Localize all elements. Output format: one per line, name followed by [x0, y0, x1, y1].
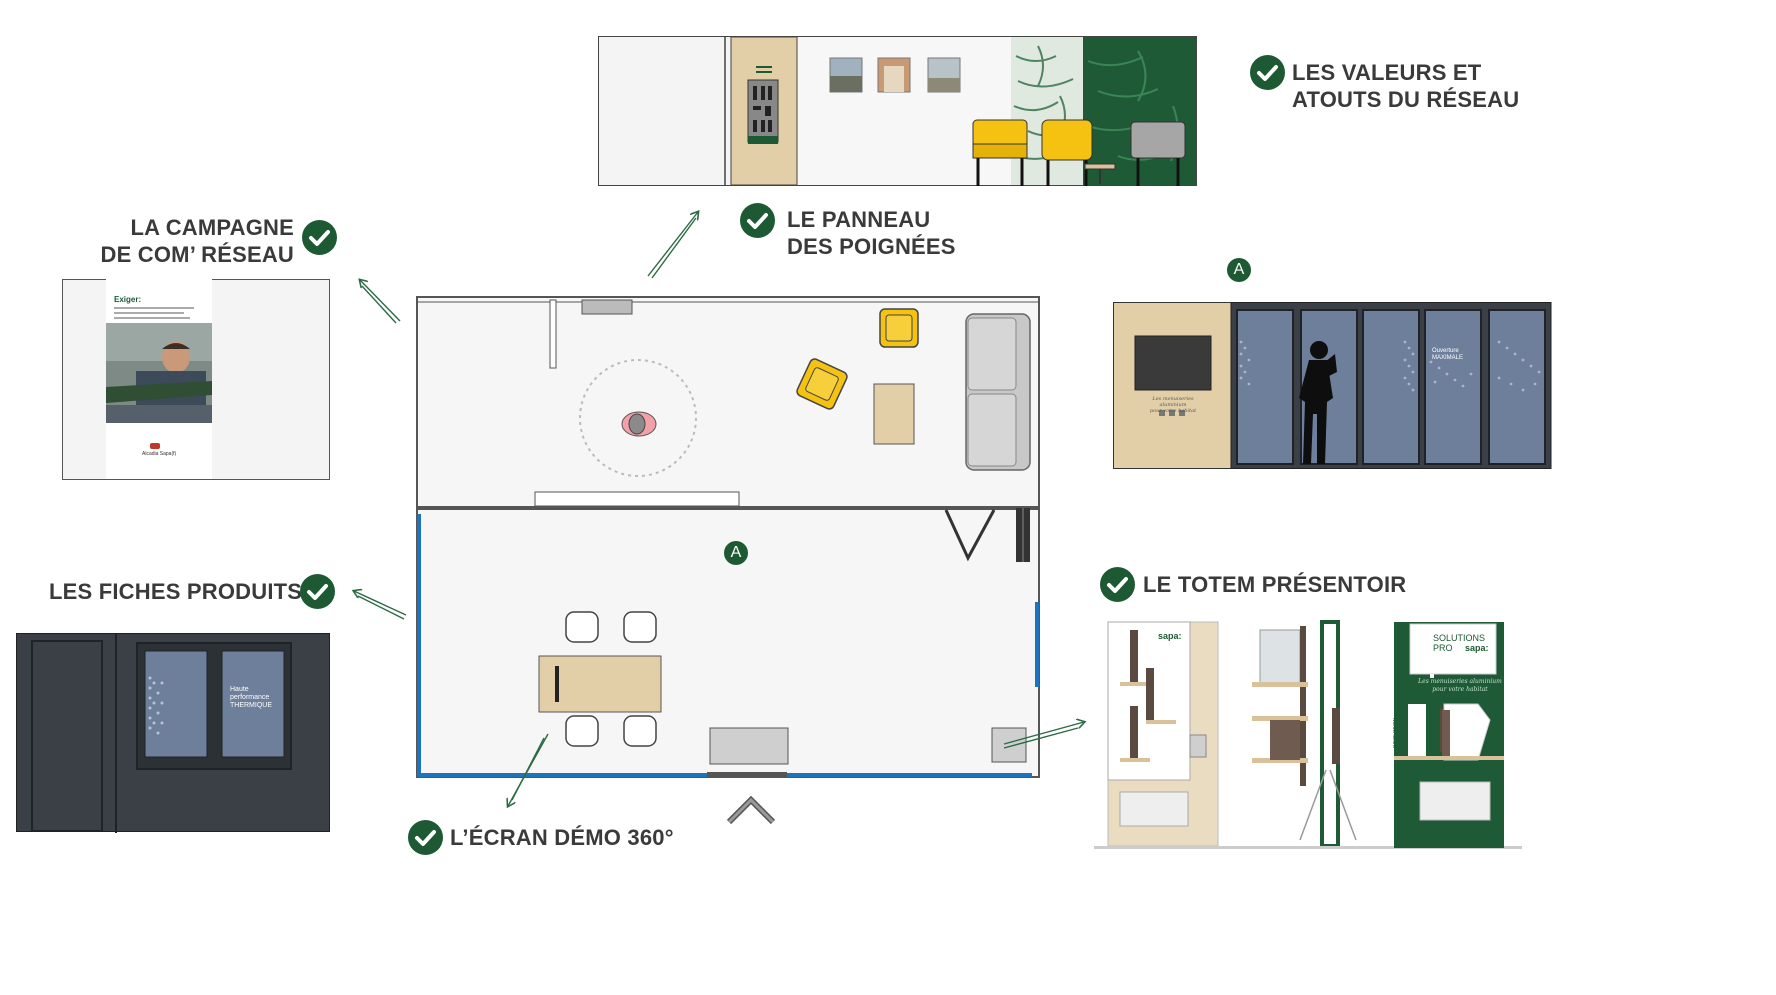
check-icon — [408, 820, 443, 855]
label-totem: LE TOTEM PRÉSENTOIR — [1143, 572, 1407, 597]
totem-elevations — [1094, 620, 1522, 849]
fiches-produits-elevation — [16, 633, 330, 833]
campaign-heading: Exiger: — [114, 295, 142, 304]
totem-side-tag: INNOVATION — [1393, 717, 1399, 748]
check-icon — [1250, 55, 1285, 90]
check-icon — [740, 203, 775, 238]
totem-brand: sapa: — [1158, 631, 1182, 641]
elevation-marker-a: A — [1227, 258, 1251, 282]
check-icon — [1100, 567, 1135, 602]
elevation-a — [1113, 302, 1552, 469]
label-ecran: L’ÉCRAN DÉMO 360° — [450, 825, 674, 850]
panneau-elevation — [598, 36, 1197, 186]
plan-marker-a: A — [724, 541, 748, 565]
label-fiches: LES FICHES PRODUITS — [49, 579, 303, 604]
campaign-document: Exiger: Alcadia Sapa(f) — [106, 279, 212, 479]
check-icon — [300, 574, 335, 609]
floor-plan — [416, 296, 1040, 778]
entrance-chevron-icon — [726, 795, 776, 825]
totem-solutions-label: SOLUTIONS PRO sapa: — [1433, 633, 1489, 653]
worker-photo — [106, 323, 212, 423]
campaign-footer: Alcadia Sapa(f) — [142, 451, 177, 457]
check-icon — [302, 220, 337, 255]
